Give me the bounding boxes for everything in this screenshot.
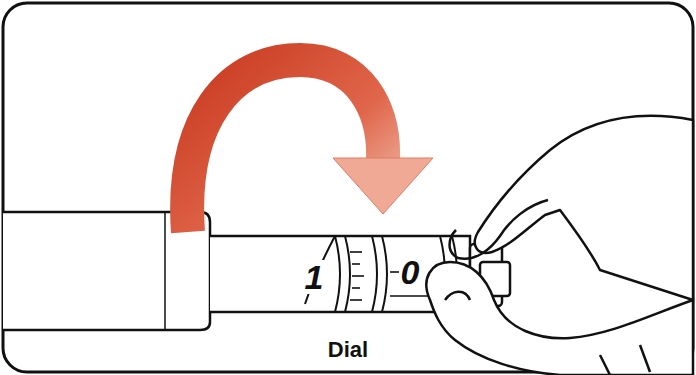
dose-number: 1 bbox=[303, 260, 326, 294]
frame bbox=[3, 3, 693, 372]
pen-seam bbox=[164, 212, 166, 330]
dial-number: 0 bbox=[399, 255, 422, 289]
rotation-arrow bbox=[187, 60, 383, 232]
dial-ticks bbox=[350, 252, 432, 300]
hand bbox=[426, 116, 693, 375]
caption: Dial bbox=[328, 339, 368, 361]
arrow-head bbox=[333, 158, 433, 214]
